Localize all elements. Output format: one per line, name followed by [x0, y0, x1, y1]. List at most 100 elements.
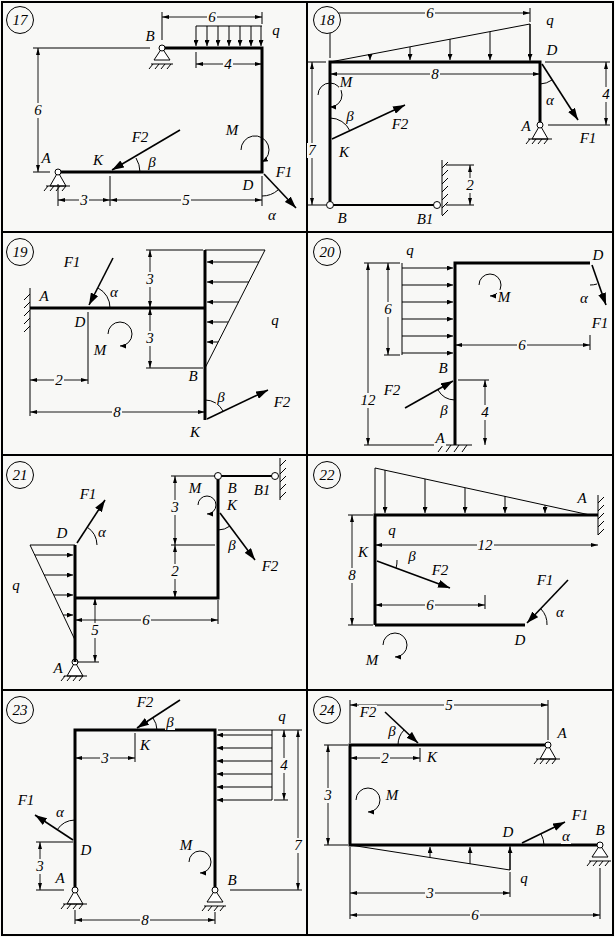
symbol-label: α — [55, 805, 65, 820]
frame-23-part — [217, 761, 272, 762]
frame-23-part — [35, 815, 73, 840]
frame-17-part — [241, 136, 269, 162]
frame-22 — [348, 468, 604, 657]
panel-number: 23 — [13, 703, 28, 718]
frame-19-part — [207, 262, 259, 263]
frame-23-part — [298, 730, 299, 890]
frame-24-part — [534, 742, 560, 764]
frame-23-part — [153, 718, 157, 730]
frame-21-part — [54, 595, 73, 596]
symbol-label: B — [226, 873, 237, 888]
symbol-label: B — [144, 29, 155, 44]
frame-21-part — [198, 496, 216, 514]
frame-20-part — [455, 263, 590, 445]
symbol-label: q — [271, 23, 281, 38]
symbol-label: F2 — [383, 383, 402, 398]
frame-24-part — [510, 847, 511, 870]
symbol-label: D — [80, 843, 93, 858]
symbol-label: M — [225, 123, 240, 138]
symbol-label: F2 — [273, 395, 292, 410]
panel-number: 21 — [13, 468, 28, 483]
panel-number: 24 — [320, 703, 335, 718]
symbol-label: D — [74, 315, 87, 330]
dimension-value: 6 — [517, 338, 527, 353]
symbol-label: M — [385, 788, 400, 803]
dimension-value: 3 — [170, 500, 180, 515]
frame-22-part — [541, 609, 547, 625]
symbol-label: D — [502, 825, 515, 840]
symbol-label: β — [387, 724, 396, 739]
frame-17-part — [207, 26, 208, 46]
dimension-value: 2 — [170, 564, 180, 579]
symbol-label: F1 — [579, 131, 598, 146]
symbol-label: α — [555, 605, 565, 620]
dimension-value: 4 — [601, 87, 611, 102]
symbol-label: F2 — [261, 559, 280, 574]
symbol-label: K — [139, 738, 151, 753]
symbol-label: A — [38, 289, 49, 304]
frame-17-part — [33, 48, 150, 172]
frame-20-part — [368, 263, 369, 445]
frame-24-part — [430, 847, 431, 857]
frame-23-part — [75, 730, 215, 890]
frame-22-part — [505, 496, 506, 513]
frame-23-part — [217, 787, 272, 788]
frame-23-part — [274, 800, 288, 801]
frame-20-part — [590, 335, 591, 350]
frame-20-part — [458, 380, 489, 381]
symbol-label: D — [592, 248, 605, 263]
frame-18-part — [530, 24, 531, 60]
symbol-label: A — [52, 661, 63, 676]
symbol-label: B1 — [416, 212, 435, 227]
symbol-label: β — [147, 155, 156, 170]
symbol-label: β — [345, 109, 354, 124]
frame-20-part — [402, 302, 453, 303]
symbol-label: K — [338, 145, 350, 160]
frame-17-part — [136, 158, 140, 172]
frame-18-part — [542, 64, 578, 120]
frame-23-part — [135, 733, 136, 762]
frame-18-part — [370, 54, 371, 60]
symbol-label: α — [109, 285, 119, 300]
symbol-label: F1 — [591, 316, 610, 331]
frame-21 — [30, 458, 286, 681]
frame-19-part — [30, 312, 88, 416]
frame-20-part — [402, 285, 453, 286]
symbol-label: M — [497, 290, 512, 305]
symbol-label: M — [93, 343, 108, 358]
symbol-label: B1 — [253, 483, 272, 498]
symbol-label: q — [387, 523, 397, 538]
panel-number-circle: 23 — [6, 696, 34, 724]
dimension-value: 3 — [145, 272, 155, 287]
frame-17-part — [112, 130, 180, 170]
frame-20-part — [402, 263, 403, 355]
frame-21-part — [75, 476, 218, 662]
symbol-label: β — [407, 549, 416, 564]
frame-20-part — [590, 284, 597, 285]
frame-24-part — [385, 712, 418, 743]
symbol-label: B — [187, 369, 198, 384]
frame-22-part — [348, 515, 373, 625]
symbol-label: D — [514, 633, 527, 648]
frame-19-part — [207, 342, 218, 343]
panel-number-circle: 18 — [313, 6, 341, 34]
symbol-label: B — [226, 481, 237, 496]
symbol-label: F1 — [571, 808, 590, 823]
symbol-label: F2 — [131, 130, 150, 145]
symbol-label: A — [556, 726, 567, 741]
frame-20-part — [402, 353, 453, 354]
panel-number-circle: 24 — [313, 696, 341, 724]
dimension-value: 6 — [207, 10, 217, 25]
frame-19-part — [207, 282, 249, 283]
symbol-label: K — [92, 153, 104, 168]
symbol-label: F2 — [359, 705, 378, 720]
symbol-label: M — [339, 75, 354, 90]
dimension-value: 7 — [307, 143, 317, 158]
symbol-label: K — [357, 545, 369, 560]
dimension-value: 3 — [145, 331, 155, 346]
frame-23-part — [217, 735, 272, 736]
frame-23-part — [36, 842, 73, 890]
